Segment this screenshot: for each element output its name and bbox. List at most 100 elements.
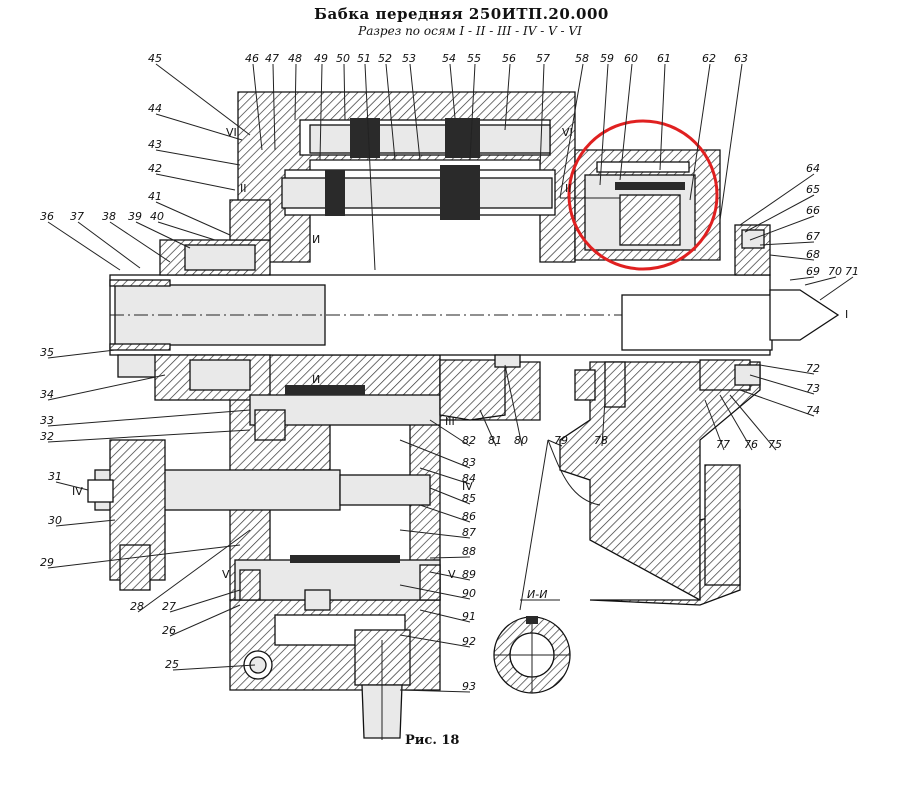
leader-line-70: [804, 276, 837, 286]
callout-33: 33: [40, 414, 54, 427]
leader-line-52: [385, 63, 396, 161]
callout-89: 89: [462, 568, 476, 581]
callout-50: 50: [336, 52, 350, 65]
leader-line-49: [319, 63, 323, 161]
callout-64: 64: [806, 162, 820, 175]
axis-mark-И-0: И: [312, 233, 320, 246]
leader-line-42: [155, 173, 236, 191]
leader-line-28: [137, 529, 251, 613]
callout-85: 85: [462, 492, 476, 505]
callout-58: 58: [575, 52, 589, 65]
leader-line-76: [719, 394, 753, 451]
callout-53: 53: [402, 52, 416, 65]
leader-line-64: [739, 173, 815, 226]
leader-line-34: [47, 374, 166, 401]
leader-line-50: [343, 63, 346, 121]
pulley: [439, 354, 521, 421]
leader-line-55: [469, 63, 476, 161]
leader-line-36: [47, 221, 121, 271]
leader-line-91: [419, 609, 471, 623]
callout-62: 62: [702, 52, 716, 65]
callout-87: 87: [462, 526, 476, 539]
callout-47: 47: [265, 52, 279, 65]
leader-line-68: [769, 254, 815, 261]
leader-line-71: [819, 276, 854, 301]
callout-84: 84: [462, 472, 476, 485]
leader-line-41: [155, 201, 231, 236]
left-bearing-assembly: [154, 199, 271, 401]
axis-mark-И-1: И: [312, 373, 320, 386]
callout-26: 26: [162, 624, 176, 637]
leader-line-26: [169, 604, 241, 637]
oil-fitting: [243, 629, 411, 740]
leader-line-82: [429, 419, 471, 447]
leader-line-45: [155, 63, 251, 136]
leader-line-72: [759, 364, 815, 375]
shaft-v: [234, 555, 441, 611]
leader-line-56: [504, 63, 511, 131]
axis-mark-VI-1: VI: [562, 126, 573, 139]
leader-line-38: [109, 221, 171, 263]
leader-line-44: [155, 113, 243, 141]
leader-line-75: [729, 394, 777, 451]
callout-83: 83: [462, 456, 476, 469]
callout-32: 32: [40, 430, 54, 443]
leader-line-74: [739, 389, 815, 417]
leader-line-73: [749, 374, 815, 395]
leader-line-25: [172, 664, 256, 671]
callout-49: 49: [314, 52, 328, 65]
callout-60: 60: [624, 52, 638, 65]
leader-line-62: [689, 63, 711, 201]
leader-line-85: [429, 487, 471, 505]
leader-line-54: [449, 63, 456, 119]
callout-80: 80: [514, 434, 528, 447]
callout-71: 71: [845, 265, 859, 278]
callout-88: 88: [462, 545, 476, 558]
callout-30: 30: [48, 514, 62, 527]
callout-73: 73: [806, 382, 820, 395]
leader-line-90: [399, 584, 471, 600]
leader-line-53: [409, 63, 421, 161]
callout-63: 63: [734, 52, 748, 65]
section-label: И-И: [527, 588, 547, 601]
leader-line-29: [47, 544, 241, 569]
callout-40: 40: [150, 210, 164, 223]
axis-mark-VI-0: VI: [226, 126, 237, 139]
callout-59: 59: [600, 52, 614, 65]
leader-line-79: [547, 439, 563, 447]
leader-line-48: [294, 63, 297, 121]
callout-65: 65: [806, 183, 820, 196]
leader-line-47: [272, 63, 276, 151]
axis-mark-II-1: II: [565, 182, 572, 195]
leader-line-89: [429, 571, 471, 581]
callout-37: 37: [70, 210, 84, 223]
callout-35: 35: [40, 346, 54, 359]
leader-line-87: [399, 529, 471, 539]
callout-66: 66: [806, 204, 820, 217]
callout-54: 54: [442, 52, 456, 65]
callout-31: 31: [48, 470, 62, 483]
shaft-ii: [281, 118, 553, 220]
callout-81: 81: [488, 434, 502, 447]
axis-mark-II-0: II: [240, 182, 247, 195]
leader-line-27: [169, 589, 241, 613]
axis-mark-V-1: V: [448, 568, 456, 581]
callout-61: 61: [657, 52, 671, 65]
callout-93: 93: [462, 680, 476, 693]
leader-line-40: [157, 221, 216, 241]
shaft-iv: [87, 439, 431, 591]
callout-48: 48: [288, 52, 302, 65]
leader-line-86: [419, 504, 471, 523]
leader-line-80: [504, 364, 523, 447]
callout-45: 45: [148, 52, 162, 65]
clutch-assembly: [560, 161, 696, 251]
callout-86: 86: [462, 510, 476, 523]
section-ii-detail: И-И: [493, 588, 571, 694]
axis-mark-V-0: V: [222, 568, 230, 581]
callout-52: 52: [378, 52, 392, 65]
leader-line-93: [399, 689, 471, 693]
callout-36: 36: [40, 210, 54, 223]
highlight-circle: [567, 119, 719, 271]
